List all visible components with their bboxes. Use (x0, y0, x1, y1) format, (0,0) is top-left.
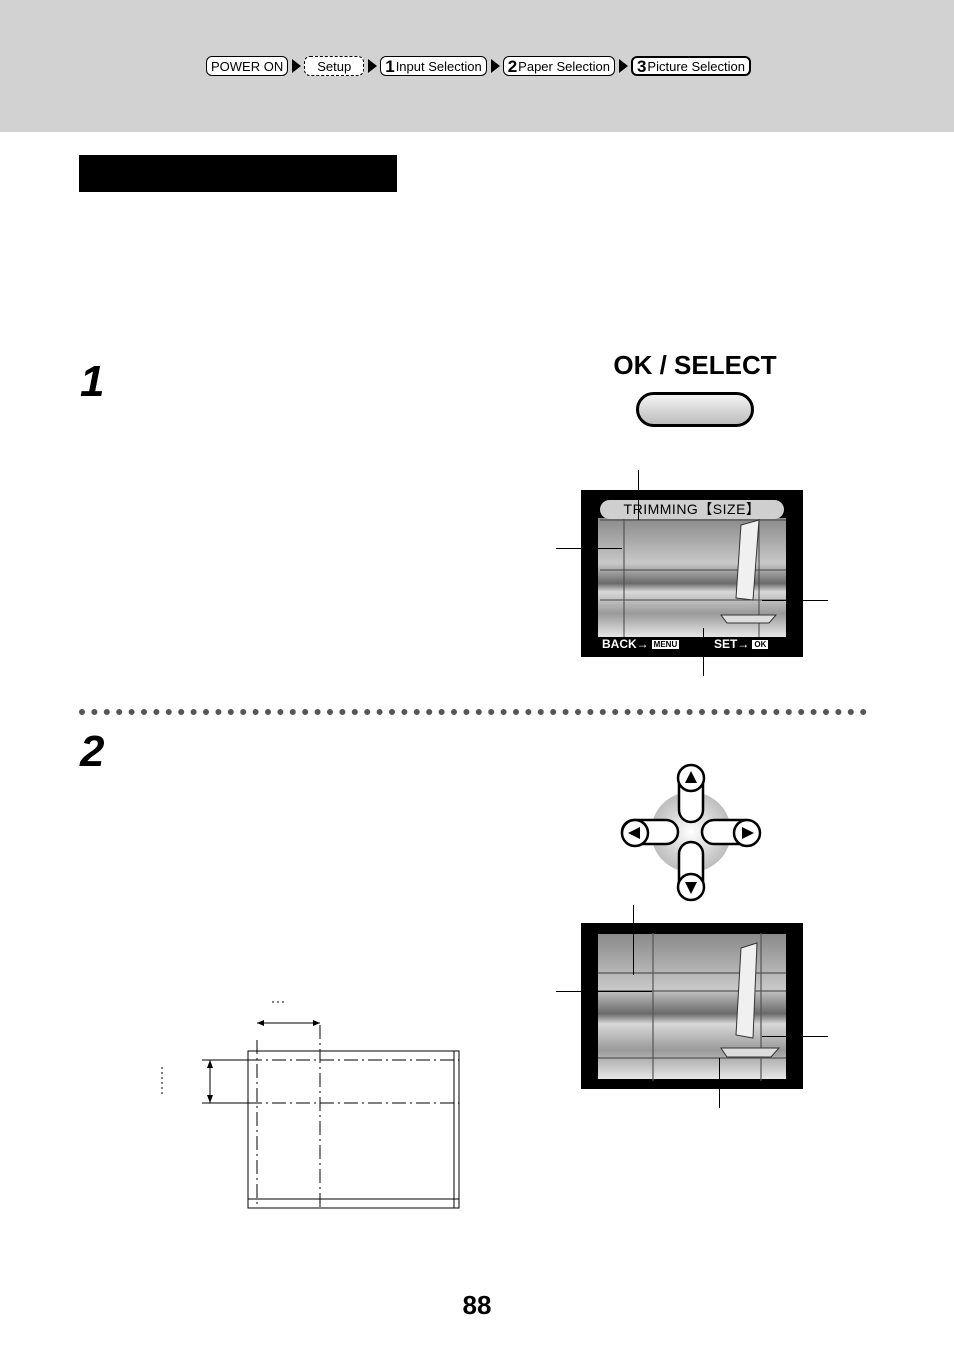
crumb-power-on[interactable]: POWER ON (206, 56, 289, 76)
sail-icon (735, 519, 760, 601)
ok-select-button[interactable] (636, 392, 754, 427)
callout-line (556, 991, 652, 992)
ok-key-icon: OK (752, 640, 769, 650)
crumb-number: 1 (385, 56, 395, 76)
back-label: BACK→ (602, 637, 649, 651)
lcd-back-hint: BACK→MENU (602, 637, 680, 651)
crumb-setup[interactable]: Setup (304, 56, 365, 76)
arrow-right-icon[interactable] (732, 818, 762, 848)
boat-icon (720, 1047, 781, 1058)
dotted-divider (79, 709, 877, 715)
chevron-right-icon (368, 59, 378, 73)
paper-trim-diagram (161, 1001, 460, 1209)
crumb-label: Setup (317, 58, 352, 74)
trimming-frame-lines (600, 504, 786, 637)
sail-icon (735, 942, 758, 1039)
position-grid-lines (598, 933, 786, 1081)
arrow-down-icon[interactable] (676, 872, 706, 902)
crumb-label: Paper Selection (518, 58, 610, 74)
arrow-up-icon[interactable] (676, 763, 706, 793)
crumb-picture-selection[interactable]: 3 Picture Selection (630, 56, 751, 76)
lcd-set-hint: SET→OK (714, 637, 769, 651)
callout-line (762, 600, 828, 601)
arrow-left-icon[interactable] (620, 818, 650, 848)
breadcrumb: POWER ON Setup 1 Input Selection 2 Paper… (206, 54, 751, 78)
section-title-bar (79, 155, 397, 192)
chevron-right-icon (292, 59, 302, 73)
crumb-number: 2 (507, 56, 518, 76)
callout-line (556, 548, 622, 549)
chevron-right-icon (490, 59, 500, 73)
callout-line (633, 905, 634, 975)
step-2-number: 2 (80, 727, 105, 776)
lcd-title: TRIMMING【SIZE】 (600, 500, 784, 519)
callout-line (703, 628, 704, 676)
crumb-label: Input Selection (395, 58, 482, 74)
set-label: SET→ (714, 637, 750, 651)
boat-icon (720, 614, 778, 624)
crumb-number: 3 (636, 56, 647, 76)
menu-key-icon: MENU (651, 640, 680, 650)
crumb-paper-selection[interactable]: 2 Paper Selection (502, 56, 615, 76)
step-1-number: 1 (80, 357, 105, 406)
ok-select-label: OK / SELECT (613, 350, 777, 380)
callout-line (762, 1036, 828, 1037)
page-number: 88 (462, 1290, 492, 1320)
callout-line (719, 1058, 720, 1108)
chevron-right-icon (618, 59, 628, 73)
crumb-label: Picture Selection (647, 58, 745, 74)
crumb-label: POWER ON (211, 58, 284, 74)
crumb-input-selection[interactable]: 1 Input Selection (380, 56, 487, 76)
callout-line (638, 470, 639, 520)
